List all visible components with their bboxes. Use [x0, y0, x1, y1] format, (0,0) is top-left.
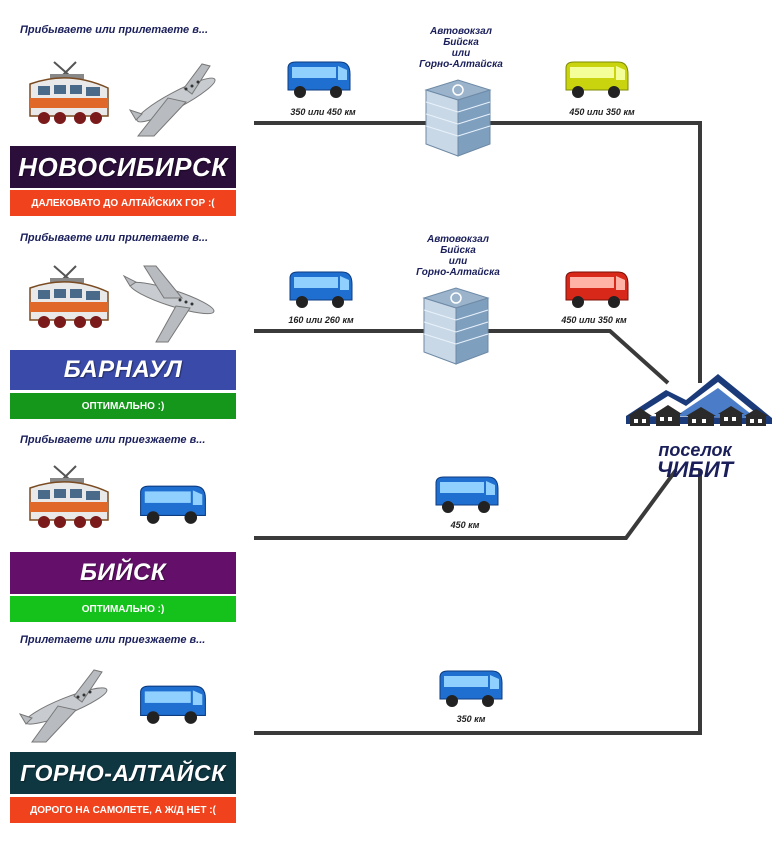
city-title: ГОРНО-АЛТАЙСК: [10, 752, 236, 794]
train-icon: [29, 465, 109, 528]
destination-line2: ЧИБИТ: [656, 457, 734, 482]
station-line: Бийска: [443, 37, 479, 48]
bus-station-building-icon: [424, 79, 492, 157]
airplane-icon: [122, 265, 215, 343]
intro-text: Прибываете или приезжаете в...: [20, 434, 206, 446]
station-label: Автовокзал Бийска или Горно-Алтайска: [403, 234, 513, 278]
route-line-novosibirsk: [254, 121, 702, 383]
distance-label: 450 км: [450, 520, 480, 530]
bus-icon: [565, 271, 629, 308]
bus-icon: [140, 685, 206, 724]
city-title: БИЙСК: [10, 552, 236, 594]
city-note: ДОРОГО НА САМОЛЕТЕ, А Ж/Д НЕТ :(: [10, 797, 236, 823]
station-line: Автовокзал: [430, 26, 492, 37]
distance-label: 350 км: [456, 714, 486, 724]
intro-text: Прибываете или прилетаете в...: [20, 24, 209, 36]
city-note: ОПТИМАЛЬНО :): [10, 596, 236, 622]
distance-label: 450 или 350 км: [569, 107, 635, 117]
station-line: Горно-Алтайска: [419, 59, 503, 70]
mountain-village-logo: [626, 374, 772, 426]
airplane-icon: [128, 63, 216, 137]
train-icon: [29, 61, 109, 124]
station-line: или: [451, 48, 471, 59]
destination-line1: поселок: [658, 440, 732, 460]
station-line: или: [448, 256, 468, 267]
intro-text: Прибываете или прилетаете в...: [20, 232, 209, 244]
train-icon: [29, 265, 109, 328]
distance-label: 450 или 350 км: [561, 315, 627, 325]
bus-icon: [439, 670, 503, 707]
route-line-gorno-altaysk: [254, 470, 702, 735]
station-line: Горно-Алтайска: [416, 267, 500, 278]
intro-text: Прилетаете или приезжаете в...: [20, 634, 206, 646]
route-line-biysk: [254, 468, 678, 540]
bus-icon: [289, 271, 353, 308]
station-line: Автовокзал: [427, 234, 489, 245]
city-note: ДАЛЕКОВАТО ДО АЛТАЙСКИХ ГОР :(: [10, 190, 236, 216]
city-title: НОВОСИБИРСК: [10, 146, 236, 188]
city-title: БАРНАУЛ: [10, 350, 236, 390]
station-line: Бийска: [440, 245, 476, 256]
distance-label: 350 или 450 км: [290, 107, 356, 117]
bus-icon: [565, 61, 629, 98]
city-note: ОПТИМАЛЬНО :): [10, 393, 236, 419]
route-line-barnaul: [254, 329, 670, 385]
airplane-icon: [18, 669, 108, 743]
bus-icon: [140, 485, 206, 524]
bus-icon: [435, 476, 499, 513]
distance-label: 160 или 260 км: [288, 315, 354, 325]
bus-icon: [287, 61, 351, 98]
bus-station-building-icon: [422, 287, 490, 365]
station-label: Автовокзал Бийска или Горно-Алтайска: [406, 26, 516, 70]
